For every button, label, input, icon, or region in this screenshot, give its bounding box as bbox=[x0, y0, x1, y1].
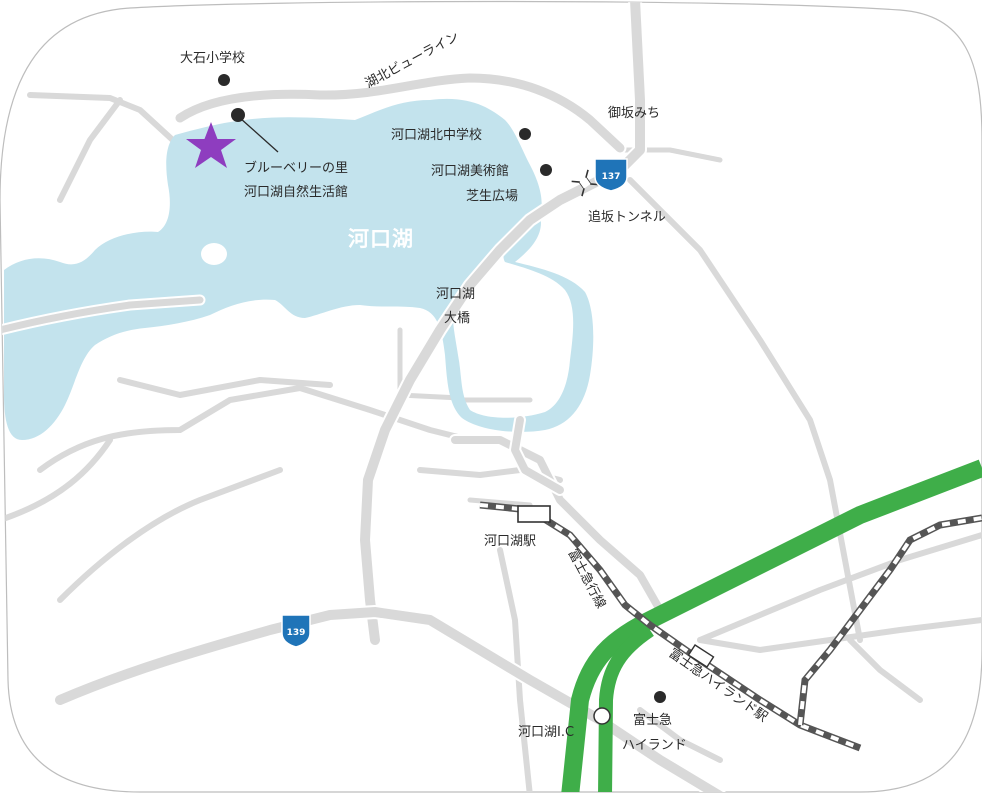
current-location-star-icon bbox=[186, 122, 236, 168]
ic-marker bbox=[593, 707, 611, 725]
route-137-badge: 137 bbox=[594, 158, 628, 192]
highway-chuo bbox=[561, 459, 982, 792]
label-tunnel: 追坂トンネル bbox=[588, 209, 666, 225]
label-blueberry-2: 河口湖自然生活館 bbox=[244, 184, 348, 200]
label-highland-2: ハイランド bbox=[622, 738, 687, 753]
lake-island bbox=[201, 243, 227, 265]
label-ooishi-school: 大石小学校 bbox=[180, 50, 245, 66]
label-bridge-2: 大橋 bbox=[444, 311, 470, 326]
label-museum: 河口湖美術館 bbox=[431, 164, 509, 179]
minor-roads bbox=[0, 92, 982, 792]
label-north-jhs: 河口湖北中学校 bbox=[391, 127, 482, 143]
route-137-number: 137 bbox=[602, 172, 621, 182]
route-139-badge: 139 bbox=[281, 614, 311, 648]
label-blueberry-1: ブルーベリーの里 bbox=[244, 160, 348, 176]
north-jhs-marker bbox=[519, 128, 531, 140]
label-bridge-1: 河口湖 bbox=[436, 287, 475, 302]
station-highland-marker bbox=[687, 644, 715, 668]
label-misaka: 御坂みち bbox=[608, 106, 660, 121]
label-lake: 河口湖 bbox=[348, 227, 414, 251]
label-highland-1: 富士急 bbox=[633, 712, 672, 728]
lake-kawaguchiko bbox=[4, 98, 594, 440]
tunnel-icon bbox=[571, 169, 599, 197]
label-ic: 河口湖I.C bbox=[518, 725, 574, 740]
museum-marker bbox=[540, 164, 552, 176]
label-station: 河口湖駅 bbox=[484, 534, 536, 549]
route-139-number: 139 bbox=[287, 628, 306, 638]
major-roads bbox=[0, 1, 727, 792]
highland-marker bbox=[654, 691, 666, 703]
blueberry-leader-line bbox=[239, 117, 279, 153]
station-kawaguchiko-marker bbox=[517, 505, 551, 523]
label-shiba: 芝生広場 bbox=[466, 188, 518, 204]
ooishi-school-marker bbox=[218, 74, 230, 86]
